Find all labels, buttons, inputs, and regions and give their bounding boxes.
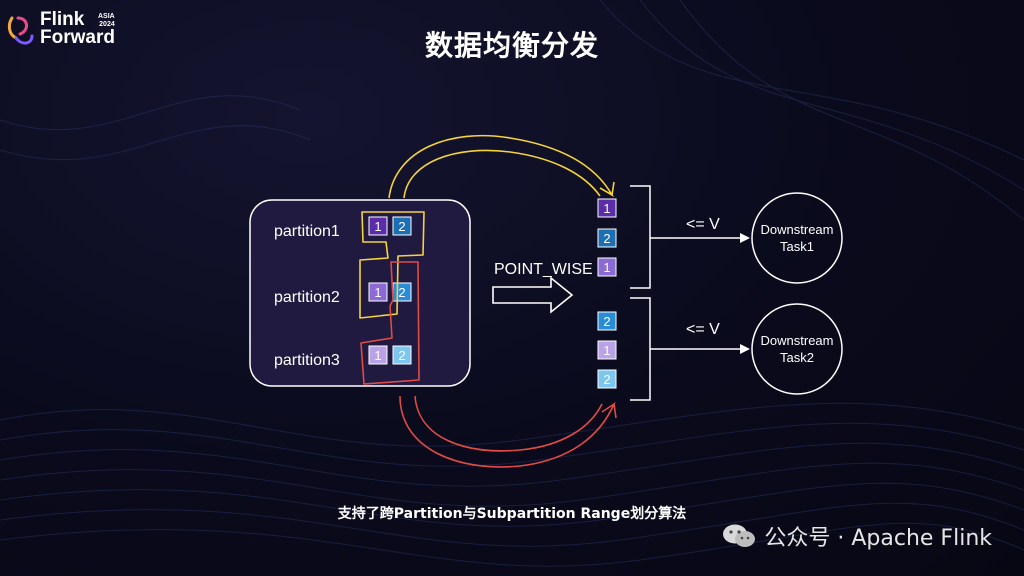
p2-item-1 [368, 282, 388, 302]
partition2-items: 1 2 [368, 282, 412, 302]
sp2-item-3 [597, 369, 617, 389]
caption-text: 支持了跨Partition与Subpartition Range划分算法 [337, 506, 687, 522]
subpartition-2-arrowhead [740, 344, 750, 354]
watermark-text: 公众号 · Apache Flink [764, 526, 992, 551]
point-wise-arrow [492, 276, 574, 314]
p3-item-1-value: 1 [374, 348, 381, 363]
logo-wordmark: Flink Forward [40, 9, 115, 48]
partition1-label: partition1 [274, 223, 340, 240]
red-curved-arrow [399, 395, 617, 468]
logo-badge: ASIA 2024 [98, 13, 115, 29]
red-range-outline [360, 261, 420, 385]
partition2-label: partition2 [274, 289, 340, 306]
downstream-task1-line1: Downstream [761, 222, 834, 237]
sp1-item-3 [597, 257, 617, 277]
subpartition-1-arrowhead [740, 233, 750, 243]
sp1-item-3-value: 1 [603, 260, 610, 275]
subpartition-2-bracket [630, 297, 651, 401]
logo-line2: Forward [40, 27, 115, 48]
wechat-icon [723, 524, 756, 547]
p1-item-1-value: 1 [374, 219, 381, 234]
yellow-curved-arrow [388, 134, 615, 199]
sp1-item-1 [597, 198, 617, 218]
yellow-range-outline [359, 211, 425, 319]
downstream-task2-node [751, 303, 843, 395]
watermark: 公众号 · Apache Flink [722, 520, 992, 552]
sp1-item-2-value: 2 [603, 231, 610, 246]
subpartition-1-bracket [630, 185, 651, 289]
p1-item-2 [392, 216, 412, 236]
sp2-item-1 [597, 311, 617, 331]
subpartition-1-items: 1 2 1 [597, 198, 617, 277]
point-wise-label: POINT_WISE [494, 261, 593, 278]
sp2-item-2 [597, 340, 617, 360]
p2-item-1-value: 1 [374, 285, 381, 300]
logo-line1: Flink [40, 9, 85, 30]
logo-badge-line1: ASIA [98, 13, 115, 20]
sp2-item-1-value: 2 [603, 314, 610, 329]
p2-item-2-value: 2 [398, 285, 405, 300]
downstream-task2-line2: Task2 [780, 350, 814, 365]
logo-badge-line2: 2024 [99, 21, 115, 28]
page-title: 数据均衡分发 [424, 29, 599, 62]
downstream-task2-line1: Downstream [761, 333, 834, 348]
subpartition-2-condition: <= V [686, 321, 720, 338]
partition3-items: 1 2 [368, 345, 412, 365]
downstream-task1-line2: Task1 [780, 239, 814, 254]
partition3-label: partition3 [274, 352, 340, 369]
sp1-item-2 [597, 228, 617, 248]
partition1-items: 1 2 [368, 216, 412, 236]
flink-forward-logo-icon [7, 16, 34, 45]
subpartition-2-items: 2 1 2 [597, 311, 617, 389]
sp2-item-2-value: 1 [603, 343, 610, 358]
subpartition-1-condition: <= V [686, 216, 720, 233]
p1-item-2-value: 2 [398, 219, 405, 234]
p3-item-2-value: 2 [398, 348, 405, 363]
p3-item-1 [368, 345, 388, 365]
p3-item-2 [392, 345, 412, 365]
downstream-task1-node [751, 192, 843, 284]
sp1-item-1-value: 1 [603, 201, 610, 216]
sp2-item-3-value: 2 [603, 372, 610, 387]
p1-item-1 [368, 216, 388, 236]
